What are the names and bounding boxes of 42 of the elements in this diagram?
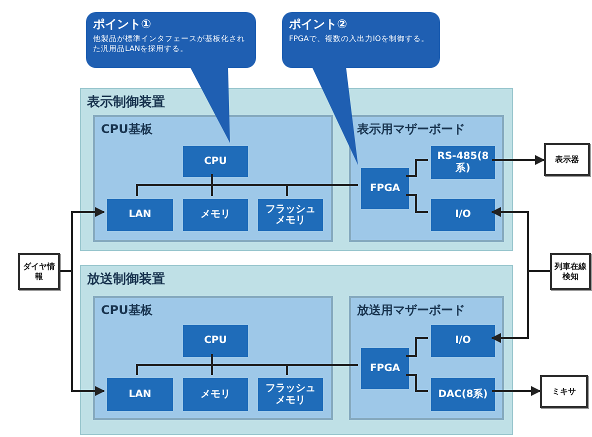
device-panel	[80, 88, 513, 251]
chip-block: I/O	[431, 325, 495, 357]
board-panel	[93, 296, 333, 420]
chip-block: CPU	[183, 325, 248, 357]
device-panel	[80, 265, 513, 435]
connector-line	[406, 374, 428, 392]
chip-block: FPGA	[361, 168, 409, 209]
board-panel	[93, 115, 333, 242]
callout-heading: ポイント②	[289, 16, 348, 33]
chip-block: DAC(8系)	[431, 378, 495, 411]
chip-block: メモリ	[183, 378, 248, 411]
chip-block: メモリ	[183, 199, 248, 231]
chip-block: FPGA	[361, 348, 409, 389]
chip-block: RS-485(8系)	[431, 146, 495, 179]
external-box: ミキサ	[540, 375, 588, 408]
connector-line	[406, 159, 428, 177]
board-panel	[349, 115, 504, 242]
arrow	[492, 386, 541, 396]
connector-line	[406, 194, 428, 213]
callout-pointer	[190, 67, 230, 143]
panel-title: CPU基板	[101, 302, 152, 319]
chip-block: LAN	[107, 378, 173, 411]
chip-block: I/O	[431, 199, 495, 231]
board-panel	[349, 296, 504, 420]
external-box: 表示器	[544, 143, 590, 176]
arrow	[492, 155, 545, 165]
panel-title: CPU基板	[101, 121, 152, 138]
callout-bubble	[282, 12, 440, 68]
chip-block: フラッシュメモリ	[258, 378, 323, 411]
chip-block: フラッシュメモリ	[258, 199, 323, 231]
chip-block: CPU	[183, 146, 248, 177]
panel-title: 放送用マザーボード	[357, 302, 465, 319]
callout-heading: ポイント①	[93, 16, 152, 33]
arrow	[60, 270, 105, 396]
external-box: 列車在線検知	[550, 253, 591, 290]
callout-pointer	[312, 67, 358, 165]
panel-title: 表示用マザーボード	[357, 121, 465, 138]
external-box: ダイヤ情報	[18, 253, 60, 290]
panel-title: 放送制御装置	[87, 271, 165, 288]
panel-title: 表示制御装置	[87, 94, 165, 111]
chip-block: LAN	[107, 199, 173, 231]
connector-line	[406, 337, 428, 357]
